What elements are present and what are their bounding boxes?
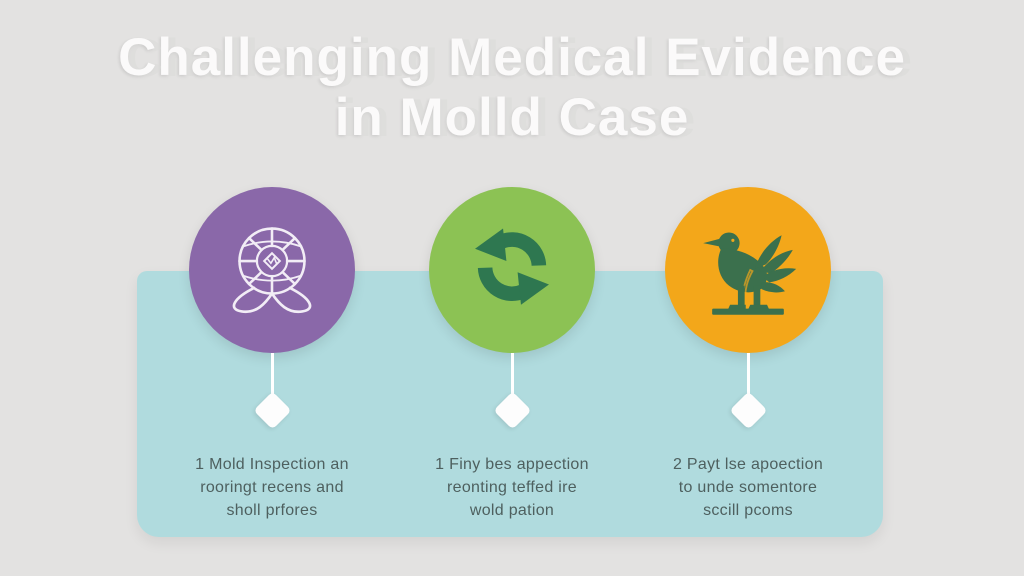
step-2: 1 Finy bes appection reonting teffed ire… [392, 0, 632, 576]
step-3-caption-line-1: 2 Payt lse apoection [672, 456, 824, 473]
step-3-circle [665, 187, 831, 353]
step-2-caption-line-1: 1 Finy bes appection [435, 456, 589, 473]
step-1-caption-line-1: 1 Mold Inspection an [195, 456, 349, 473]
title-line-2: in Molld Case [334, 88, 690, 147]
step-2-circle [429, 187, 595, 353]
connector-line-2 [510, 353, 514, 399]
step-1: 1 Mold Inspection an rooringt recens and… [152, 0, 392, 576]
step-1-circle [189, 187, 355, 353]
step-2-caption: 1 Finy bes appection reonting teffed ire… [392, 453, 632, 522]
step-3-caption-line-3: sccill pcoms [703, 502, 793, 519]
step-1-caption-line-2: rooringt recens and [200, 479, 344, 496]
connector-line-1 [270, 353, 274, 399]
connector-line-3 [746, 353, 750, 399]
cycle-arrows-icon [475, 228, 549, 305]
page-title: Challenging Medical Evidence in Molld Ca… [0, 28, 1024, 148]
diamond-marker-3 [729, 391, 768, 430]
step-2-caption-line-3: wold pation [469, 502, 555, 519]
step-3-caption: 2 Payt lse apoection to unde somentore s… [628, 453, 868, 522]
step-1-caption-line-3: sholl prfores [226, 502, 318, 519]
step-1-caption: 1 Mold Inspection an rooringt recens and… [152, 453, 392, 522]
duck-icon [703, 232, 797, 315]
step-2-caption-line-2: reonting teffed ire [447, 479, 577, 496]
step-3-caption-line-2: to unde somentore [678, 479, 818, 496]
wireframe-globe-swirl-icon [232, 227, 312, 314]
title-line-1: Challenging Medical Evidence [118, 28, 906, 87]
step-3: 2 Payt lse apoection to unde somentore s… [628, 0, 868, 576]
diamond-marker-2 [493, 391, 532, 430]
diamond-marker-1 [253, 391, 292, 430]
